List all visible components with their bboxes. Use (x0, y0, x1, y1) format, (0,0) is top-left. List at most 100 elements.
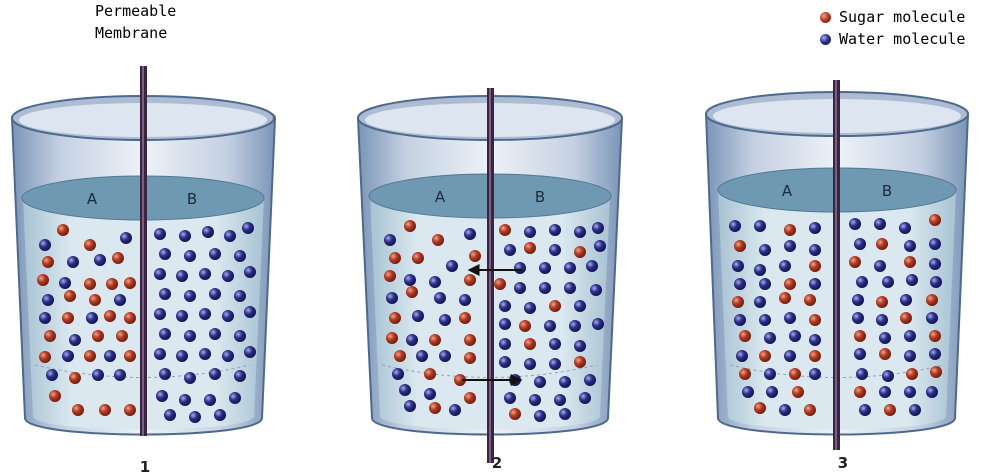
sugar-molecule (494, 278, 506, 290)
sugar-molecule (929, 330, 941, 342)
water-molecule (879, 386, 891, 398)
water-molecule (59, 277, 71, 289)
membrane-label-line2: Membrane (95, 22, 176, 44)
water-molecule (759, 278, 771, 290)
sugar-molecule (854, 386, 866, 398)
water-molecule (729, 220, 741, 232)
water-molecule (930, 276, 942, 288)
sugar-molecule (112, 252, 124, 264)
sugar-molecule (792, 386, 804, 398)
water-molecule (559, 408, 571, 420)
water-molecule (549, 244, 561, 256)
water-molecule (156, 390, 168, 402)
water-molecule (809, 334, 821, 346)
beaker-2-label-a: A (435, 188, 446, 206)
water-molecule (176, 350, 188, 362)
water-molecule (586, 260, 598, 272)
water-molecule (569, 320, 581, 332)
legend-sugar: Sugar molecule (820, 6, 965, 28)
water-molecule (199, 348, 211, 360)
water-molecule (929, 348, 941, 360)
water-molecule (764, 368, 776, 380)
water-molecule (202, 226, 214, 238)
sugar-molecule (926, 294, 938, 306)
water-molecule (574, 300, 586, 312)
water-molecule (876, 314, 888, 326)
sugar-molecule (930, 366, 942, 378)
sugar-molecule (62, 312, 74, 324)
sugar-molecule (876, 296, 888, 308)
sugar-molecule (784, 224, 796, 236)
water-molecule (852, 294, 864, 306)
water-molecule (882, 276, 894, 288)
water-molecule (199, 308, 211, 320)
sugar-molecule (389, 312, 401, 324)
sugar-molecule (432, 234, 444, 246)
water-molecule (592, 222, 604, 234)
sugar-molecule (44, 330, 56, 342)
sugar-molecule (84, 278, 96, 290)
water-molecule (104, 350, 116, 362)
water-molecule (779, 260, 791, 272)
sugar-molecule (804, 404, 816, 416)
water-molecule (856, 276, 868, 288)
membrane-label-line1: Permeable (95, 0, 176, 22)
water-molecule (179, 394, 191, 406)
water-molecule (242, 222, 254, 234)
beaker-3-label-b: B (882, 182, 892, 200)
water-molecule-icon (820, 34, 831, 45)
water-molecule (386, 292, 398, 304)
water-molecule (789, 330, 801, 342)
sugar-molecule (499, 224, 511, 236)
sugar-molecule (124, 312, 136, 324)
water-molecule (39, 312, 51, 324)
water-molecule (224, 230, 236, 242)
water-molecule (539, 262, 551, 274)
sugar-molecule (92, 330, 104, 342)
water-molecule (809, 222, 821, 234)
water-molecule (514, 262, 526, 274)
water-molecule (459, 294, 471, 306)
water-molecule (514, 282, 526, 294)
water-molecule (764, 332, 776, 344)
sugar-molecule (469, 250, 481, 262)
water-molecule (929, 258, 941, 270)
sugar-molecule (904, 256, 916, 268)
water-molecule (849, 218, 861, 230)
sugar-molecule (42, 256, 54, 268)
water-molecule (874, 260, 886, 272)
water-molecule (926, 312, 938, 324)
sugar-molecule (394, 350, 406, 362)
water-molecule (499, 318, 511, 330)
sugar-molecule (732, 296, 744, 308)
water-molecule (759, 314, 771, 326)
water-molecule (904, 330, 916, 342)
water-molecule (554, 394, 566, 406)
water-molecule (590, 284, 602, 296)
water-molecule (784, 240, 796, 252)
water-molecule (809, 244, 821, 256)
water-molecule (114, 369, 126, 381)
sugar-molecule (116, 330, 128, 342)
water-molecule (734, 314, 746, 326)
water-molecule (856, 368, 868, 380)
water-molecule (742, 386, 754, 398)
water-molecule (222, 310, 234, 322)
water-molecule (154, 308, 166, 320)
sugar-molecule (64, 290, 76, 302)
water-molecule (904, 240, 916, 252)
water-molecule (159, 248, 171, 260)
water-molecule (67, 256, 79, 268)
water-molecule (900, 294, 912, 306)
sugar-molecule (809, 350, 821, 362)
water-molecule (204, 394, 216, 406)
water-molecule (416, 350, 428, 362)
water-molecule (244, 266, 256, 278)
sugar-molecule (124, 277, 136, 289)
water-molecule (784, 312, 796, 324)
water-molecule (754, 220, 766, 232)
water-molecule (214, 409, 226, 421)
water-molecule (564, 262, 576, 274)
water-molecule (164, 409, 176, 421)
beaker-1-label-a: A (87, 190, 98, 208)
